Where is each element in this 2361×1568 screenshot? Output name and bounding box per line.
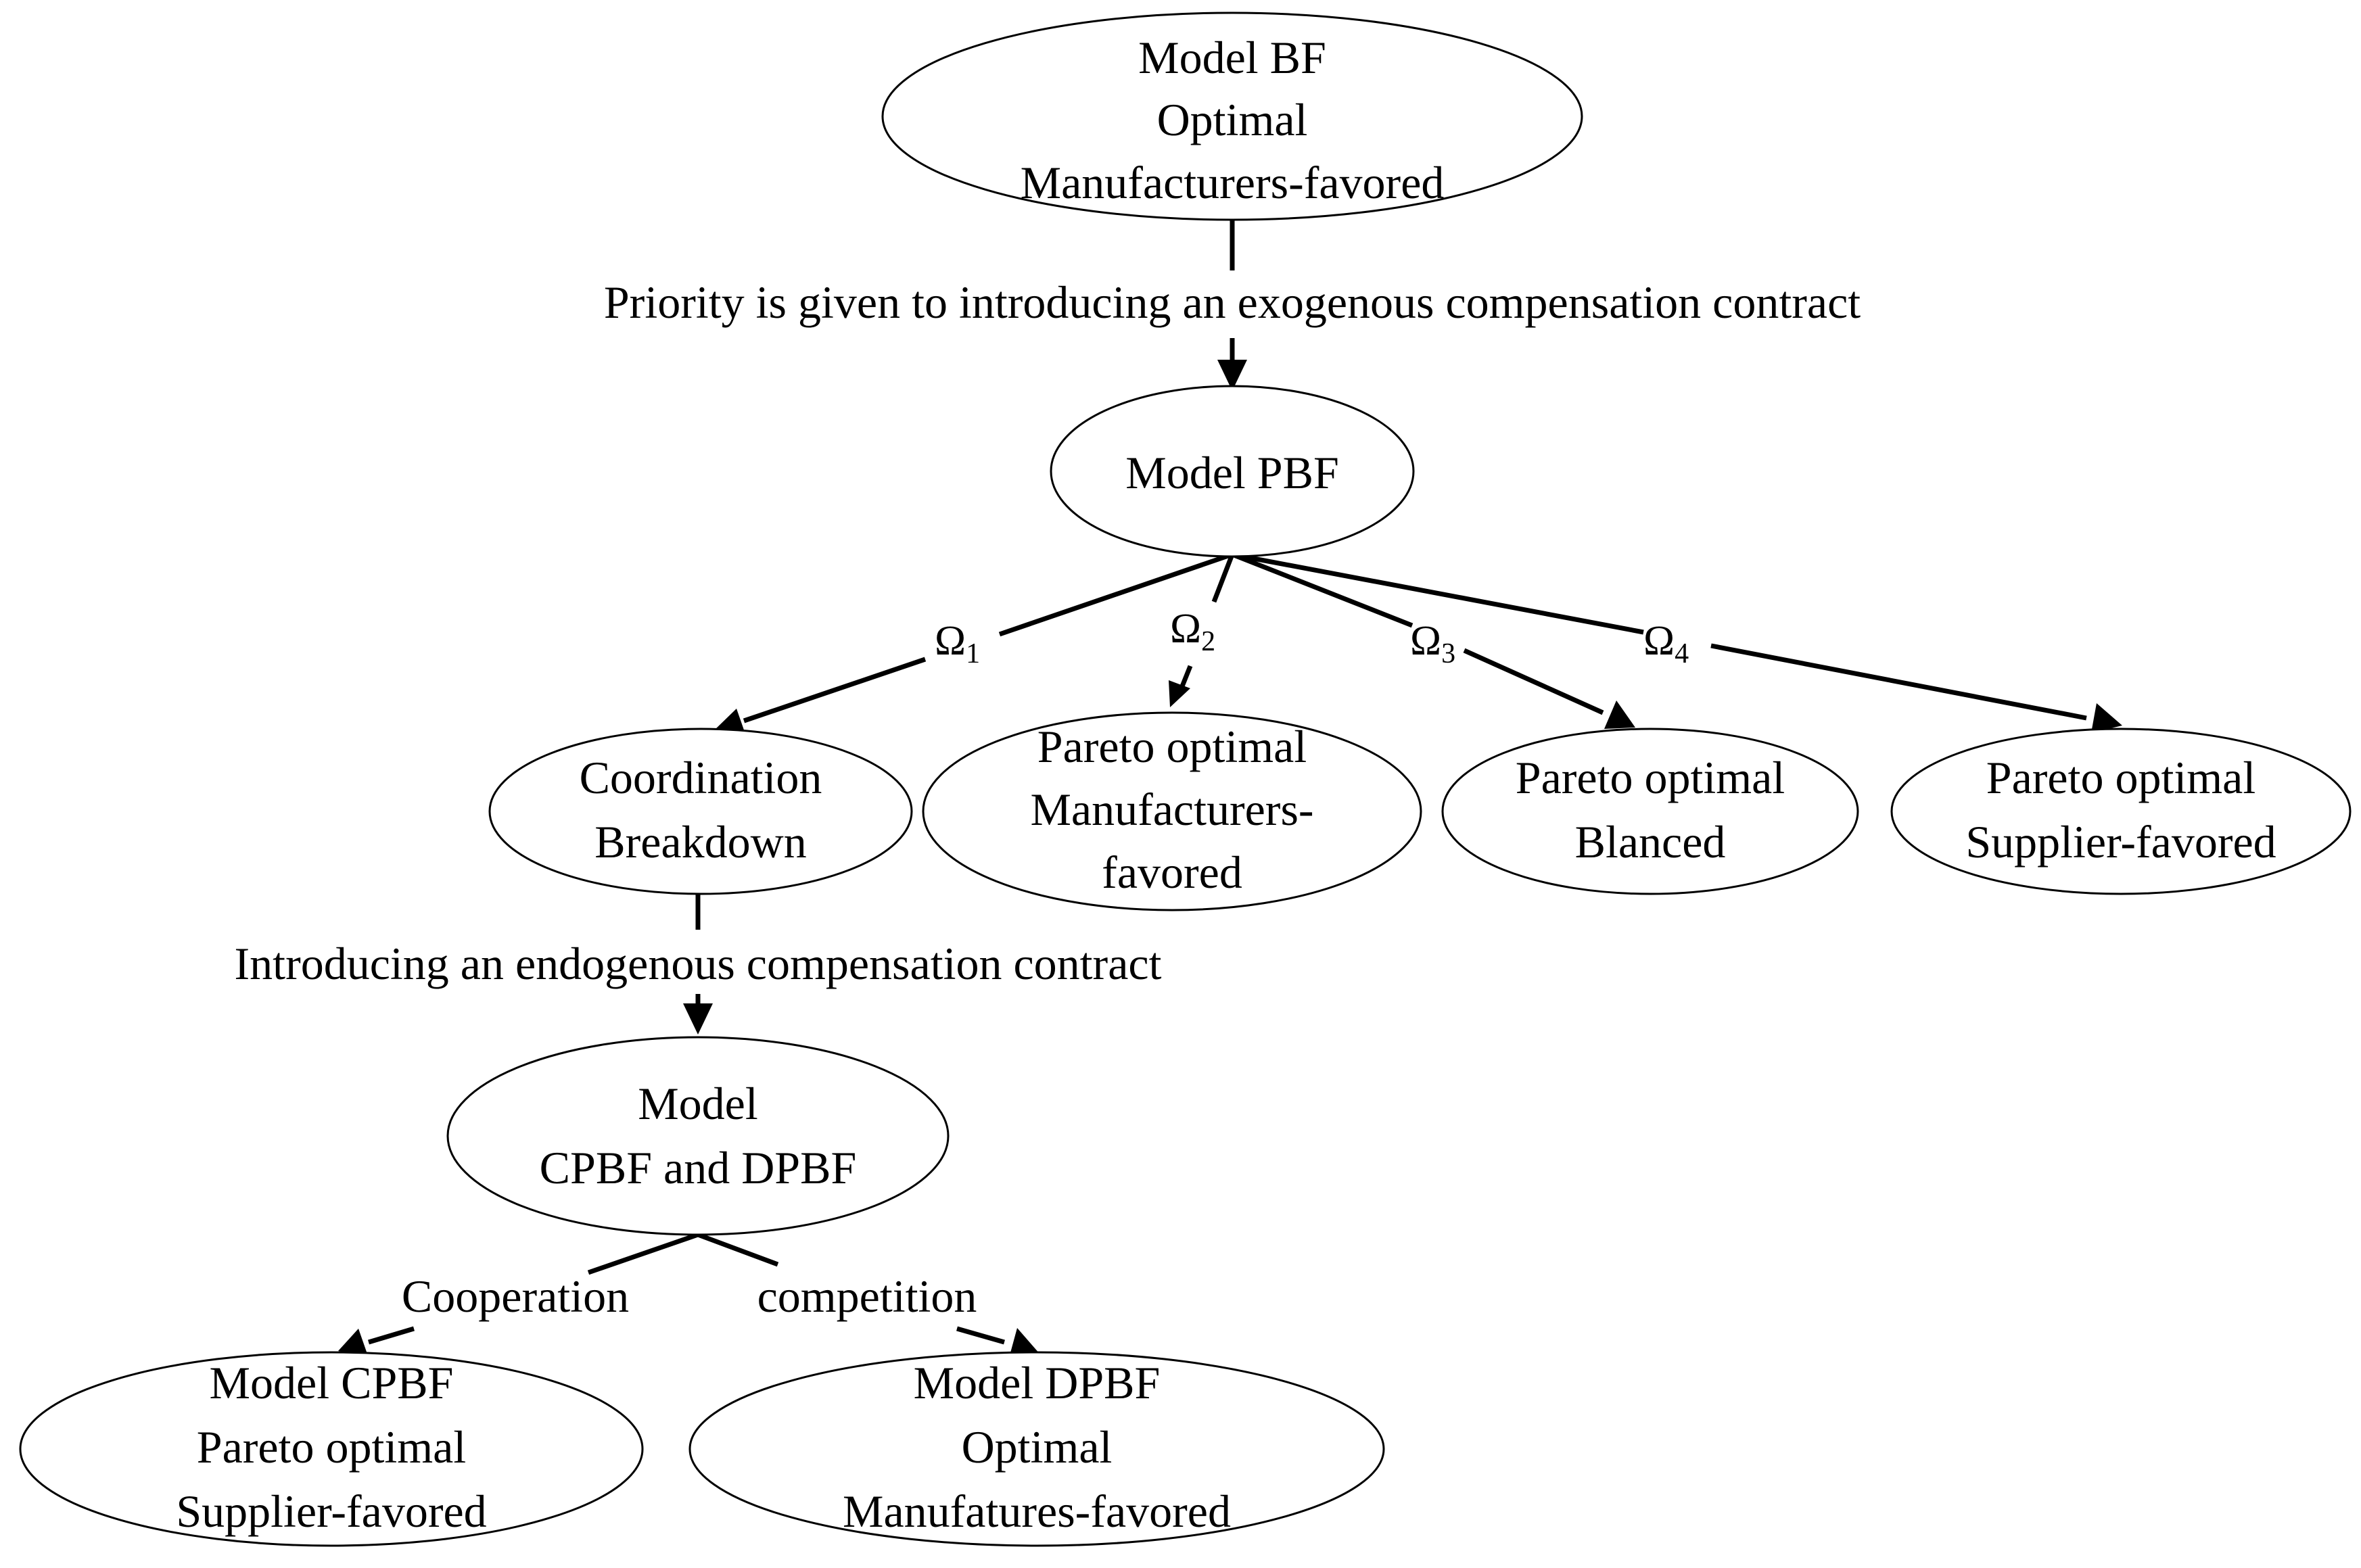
node-model-bf-line1: Model BF <box>1138 32 1326 83</box>
node-model-cpbf-and-dpbf: Model CPBF and DPBF <box>446 1036 950 1236</box>
node-pareto-manufacturers-favored: Pareto optimal Manufacturers- favored <box>922 711 1422 911</box>
node-pareto-mf-line2: Manufacturers- <box>1030 784 1313 835</box>
edge-pbf-coord-b <box>743 657 927 723</box>
node-pareto-mf-line1: Pareto optimal <box>1037 721 1307 772</box>
node-model-pbf-line1: Model PBF <box>1125 447 1339 498</box>
node-model-bf-line3: Manufacturers-favored <box>1021 157 1445 208</box>
node-cpbf-line2: Pareto optimal <box>197 1421 466 1473</box>
node-cpbf-dpbf-line1: Model <box>638 1078 758 1129</box>
arrowhead-paretomf <box>1169 680 1190 707</box>
node-pareto-mf-line3: favored <box>1102 847 1242 898</box>
node-coordination-breakdown: Coordination Breakdown <box>488 728 913 895</box>
edge-pbf-paretomf-a <box>1211 553 1235 603</box>
node-coordination-line1: Coordination <box>580 752 822 803</box>
edge-competition-b <box>956 1326 1005 1345</box>
node-model-bf-line2: Optimal <box>1157 94 1308 145</box>
node-dpbf-line2: Optimal <box>962 1421 1113 1473</box>
node-pareto-sf-line2: Supplier-favored <box>1965 816 2276 868</box>
node-pareto-sf-line1: Pareto optimal <box>1986 752 2255 803</box>
node-model-dpbf: Model DPBF Optimal Manufatures-favored <box>688 1351 1385 1547</box>
edge-pbf-paretosf-a <box>1232 552 1644 635</box>
node-pareto-balanced: Pareto optimal Blanced <box>1441 728 1859 895</box>
arrowhead-dpbf <box>1009 1328 1040 1358</box>
edge-cooperation-a <box>587 1232 699 1275</box>
arrowhead-paretobal <box>1604 700 1635 729</box>
label-cooperation: Cooperation <box>402 1270 629 1322</box>
node-dpbf-line3: Manufatures-favored <box>843 1486 1231 1537</box>
label-endogenous-contract: Introducing an endogenous compensation c… <box>235 938 1162 989</box>
arrowhead-cpbfdpbf <box>683 1003 713 1035</box>
node-dpbf-line1: Model DPBF <box>914 1357 1161 1408</box>
edge-pbf-paretobal-b <box>1463 648 1604 715</box>
node-cpbf-line1: Model CPBF <box>210 1357 454 1408</box>
node-cpbf-line3: Supplier-favored <box>176 1486 486 1537</box>
node-model-cpbf: Model CPBF Pareto optimal Supplier-favor… <box>19 1351 644 1547</box>
label-omega-3: Ω3 <box>1410 618 1455 669</box>
label-omega-2: Ω2 <box>1170 606 1215 657</box>
edge-cooperation-b <box>367 1326 415 1345</box>
node-pareto-balanced-line2: Blanced <box>1575 816 1726 868</box>
node-model-pbf: Model PBF <box>1050 385 1415 558</box>
arrowhead-pbf <box>1217 360 1247 391</box>
label-exogenous-contract: Priority is given to introducing an exog… <box>604 277 1861 328</box>
arrowhead-paretosf <box>2091 703 2122 733</box>
node-coordination-line2: Breakdown <box>594 816 806 868</box>
node-cpbf-dpbf-line2: CPBF and DPBF <box>540 1142 857 1193</box>
edge-competition-a <box>697 1232 779 1267</box>
edge-pbf-coord-a <box>998 552 1234 637</box>
node-model-bf: Model BF Optimal Manufacturers-favored <box>881 11 1583 221</box>
edge-pbf-paretosf-b <box>1710 643 2087 721</box>
edge-pbf-paretobal-a <box>1231 552 1413 628</box>
node-pareto-balanced-line1: Pareto optimal <box>1516 752 1785 803</box>
label-competition: competition <box>757 1270 977 1322</box>
node-pareto-supplier-favored: Pareto optimal Supplier-favored <box>1890 728 2352 895</box>
arrowhead-cpbf <box>338 1329 369 1358</box>
label-omega-4: Ω4 <box>1643 618 1689 669</box>
label-omega-1: Ω1 <box>935 618 980 669</box>
